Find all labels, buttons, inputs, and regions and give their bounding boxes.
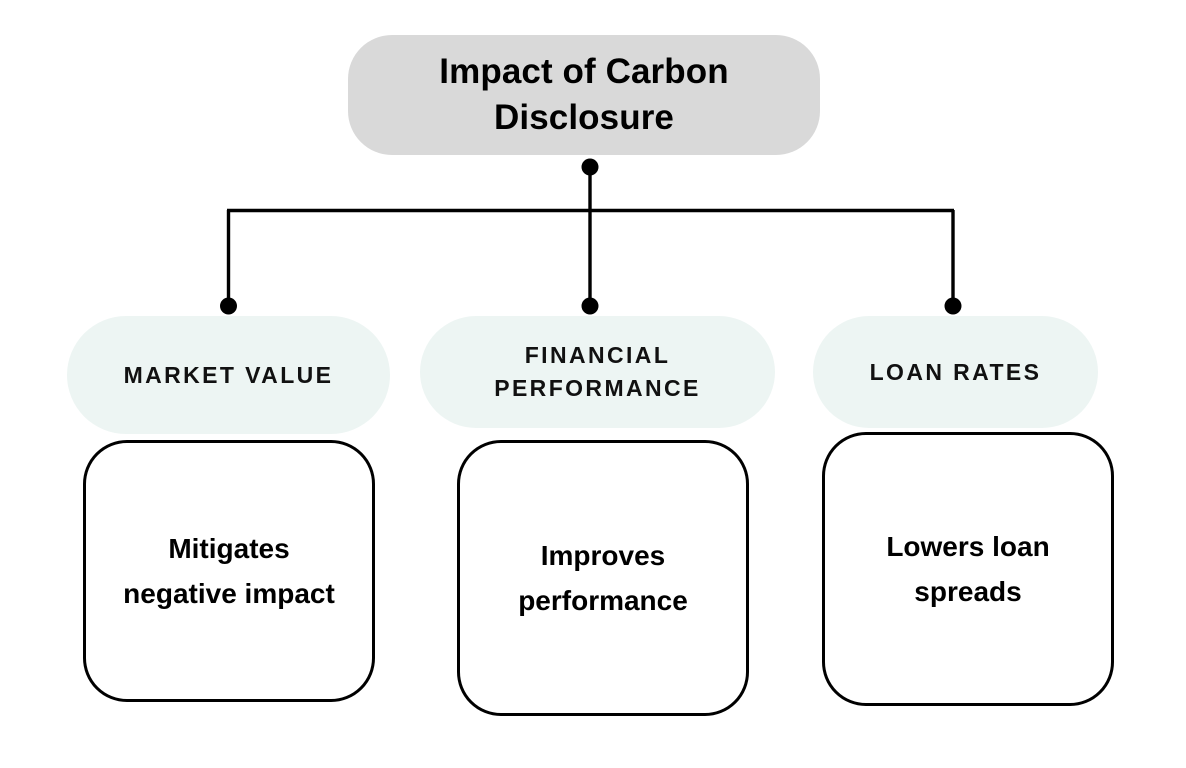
connector-dot-financial-performance [581,297,599,315]
branch-header-label: FINANCIAL PERFORMANCE [494,342,701,401]
branch-body-loan-rates[interactable]: Lowers loan spreads [822,432,1114,706]
connector-dot-market-value [220,297,237,315]
branch-body-label: Mitigates negative impact [123,532,335,609]
root-node[interactable]: Impact of Carbon Disclosure [348,35,820,155]
branch-body-label: Lowers loan spreads [886,530,1050,607]
branch-header-label: LOAN RATES [869,358,1042,385]
branch-body-financial-performance[interactable]: Improves performance [457,440,749,716]
branch-body-market-value[interactable]: Mitigates negative impact [83,440,375,702]
root-node-title: Impact of Carbon Disclosure [439,51,729,137]
branch-body-label: Improves performance [518,539,688,616]
connector-dot-loan-rates [944,297,962,315]
branch-header-market-value[interactable]: MARKET VALUE [67,316,390,434]
branch-header-financial-performance[interactable]: FINANCIAL PERFORMANCE [420,316,775,428]
branch-header-label: MARKET VALUE [123,361,334,388]
branch-header-loan-rates[interactable]: LOAN RATES [813,316,1098,428]
connector-dot-root [581,158,599,176]
